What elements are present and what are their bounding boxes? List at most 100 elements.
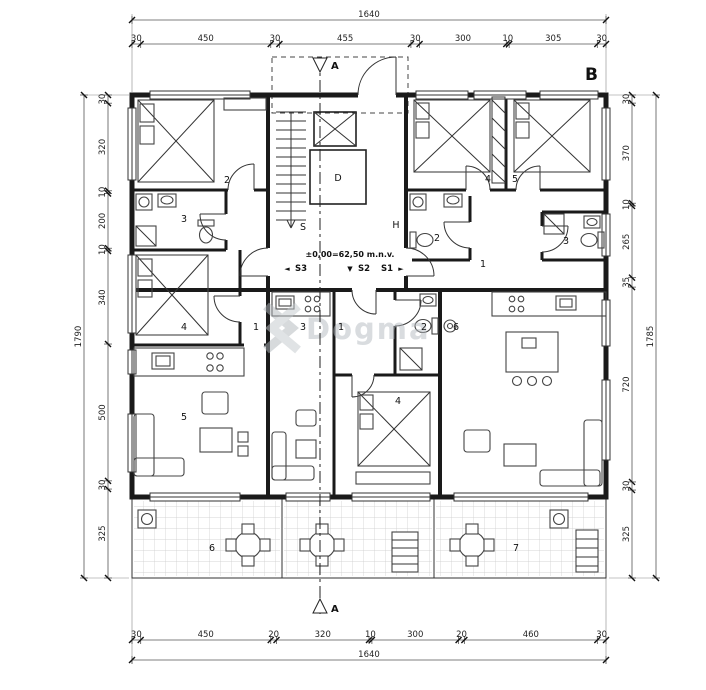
- chair-icon: [237, 431, 249, 443]
- plant-icon: [443, 319, 457, 333]
- armchair-icon: [201, 391, 229, 415]
- double-bed-icon: [137, 99, 215, 183]
- room-label: 5: [181, 412, 187, 423]
- planter-icon: [549, 509, 569, 529]
- coffee-table-icon: [295, 439, 317, 459]
- dresser-icon: [223, 97, 267, 111]
- room-label: 2: [421, 322, 427, 333]
- kitchen-counter: [491, 291, 607, 317]
- lounger-icon: [575, 529, 599, 573]
- dimension-label: 340: [98, 289, 108, 305]
- dimension-label: 1785: [646, 326, 656, 348]
- room-label: 3: [181, 214, 187, 225]
- room-label: 3: [300, 322, 306, 333]
- canopy-outline: [271, 56, 409, 114]
- section-marker-icon: [312, 597, 328, 614]
- section-label: A: [331, 604, 339, 615]
- room-label: 2: [434, 233, 440, 244]
- dimension-label: 30: [270, 34, 281, 44]
- dimension-label: 305: [545, 34, 561, 44]
- sofa-icon: [271, 431, 315, 481]
- dimension-label: 300: [407, 630, 423, 640]
- dimension-label: 325: [98, 525, 108, 541]
- kitchen-counter: [133, 347, 245, 377]
- room-label: 1: [480, 259, 486, 270]
- dimension-label: 265: [622, 234, 632, 250]
- sink-icon: [419, 293, 437, 307]
- dimension-label: 30: [596, 34, 607, 44]
- sink-icon: [583, 215, 601, 229]
- section-label: A: [331, 61, 339, 72]
- armchair-icon: [295, 409, 317, 427]
- terrace: [131, 498, 607, 579]
- entrance-label: S2: [358, 264, 370, 274]
- shower-icon: [135, 225, 157, 247]
- armchair-icon: [463, 429, 491, 453]
- section-line: A A: [312, 57, 339, 615]
- dimension-label: 30: [622, 481, 632, 492]
- dimension-label: 30: [410, 34, 421, 44]
- entrance-direction-icon: ▼: [347, 265, 353, 273]
- room-label: H: [392, 220, 399, 231]
- dimension-label: 325: [622, 526, 632, 542]
- entrance-marker: ▼ S2: [347, 264, 370, 274]
- double-bed-icon: [135, 254, 209, 336]
- sink-icon: [443, 193, 463, 208]
- room-label: D: [334, 173, 341, 184]
- room-label: 6: [453, 322, 459, 333]
- dimension-label: 35: [622, 277, 632, 288]
- dimension-label: 30: [596, 630, 607, 640]
- dimension-label: 455: [337, 34, 353, 44]
- watermark-text: Dogma: [306, 312, 431, 346]
- sink-icon: [157, 193, 177, 208]
- dimension-label: 10: [502, 34, 513, 44]
- dimension-label: 20: [268, 630, 279, 640]
- entrance-label: S1: [381, 264, 393, 274]
- toilet-icon: [197, 219, 215, 227]
- coffee-table-icon: [503, 443, 537, 467]
- entrance-marker: ◄ S3: [284, 264, 307, 274]
- double-bed-icon: [357, 391, 431, 467]
- wardrobe-icon: [355, 471, 431, 485]
- dimension-label: 10: [98, 187, 108, 198]
- kitchen-island: [505, 331, 559, 387]
- elevation-note: ±0,00=62,50 m.n.v.: [306, 250, 395, 259]
- wardrobe-icon: [491, 96, 506, 184]
- watermark: Dogma: [263, 302, 431, 354]
- entrance-marker: ►S1: [381, 264, 404, 274]
- room-label: 2: [224, 175, 230, 186]
- room-label: 4: [485, 174, 491, 185]
- sofa-icon: [133, 413, 185, 477]
- entrance-direction-icon: ◄: [284, 265, 290, 273]
- dimension-label: 10: [365, 630, 376, 640]
- room-label: 1: [338, 322, 344, 333]
- washing-machine-icon: [135, 193, 153, 211]
- dimension-label: 30: [131, 630, 142, 640]
- dimension-label: 20: [456, 630, 467, 640]
- dimension-label: 320: [315, 630, 331, 640]
- terrace-table-set: [449, 523, 495, 567]
- coffee-table-icon: [199, 427, 233, 453]
- dimension-label: 30: [622, 94, 632, 105]
- terrace-table-set: [225, 523, 271, 567]
- dimension-label: 1640: [358, 650, 380, 660]
- chair-icon: [237, 445, 249, 457]
- dimension-label: 500: [98, 404, 108, 420]
- room-label: 4: [395, 396, 401, 407]
- sofa-icon: [539, 419, 603, 487]
- dimension-label: 370: [622, 145, 632, 161]
- dimension-label: 300: [455, 34, 471, 44]
- toilet-icon: [597, 231, 605, 249]
- shower-icon: [399, 347, 423, 371]
- room-label: 4: [181, 322, 187, 333]
- doors: [199, 56, 569, 398]
- entrance-label: S3: [295, 264, 307, 274]
- room-label: 3: [563, 236, 569, 247]
- toilet-icon: [409, 231, 417, 249]
- toilet-icon: [431, 317, 439, 335]
- dimension-label: 30: [98, 480, 108, 491]
